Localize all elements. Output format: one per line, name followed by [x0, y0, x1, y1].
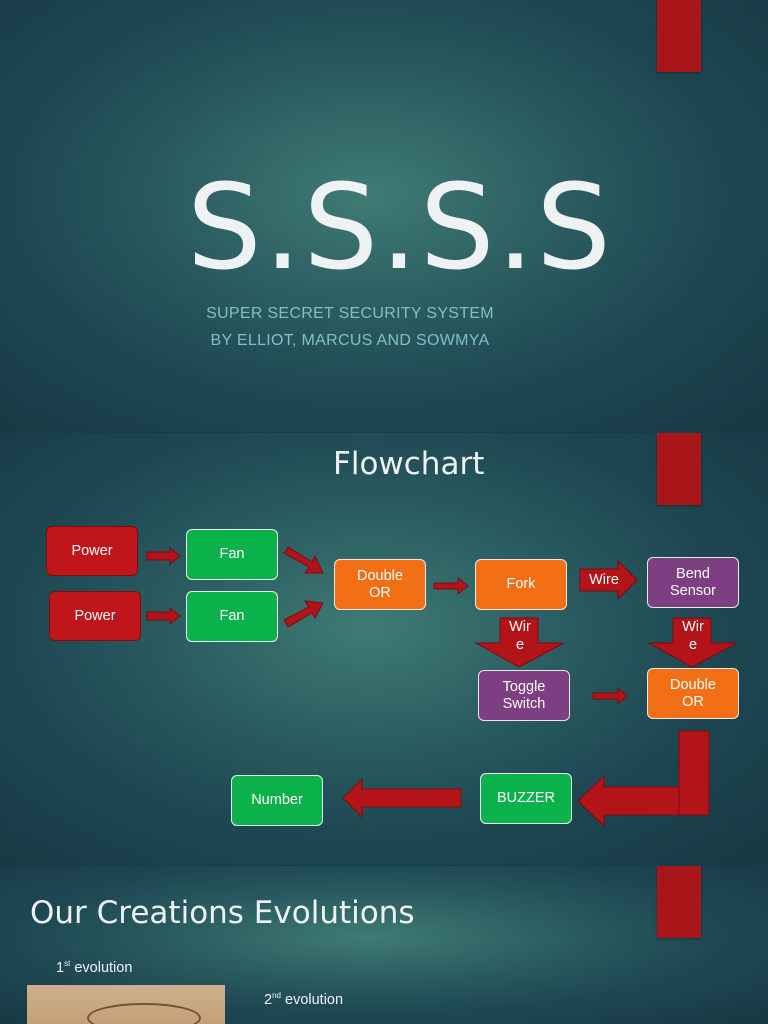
- box-label: Bend Sensor: [670, 565, 716, 599]
- arrow-power2-fan2: [146, 606, 181, 626]
- arrow-power1-fan1: [146, 546, 181, 566]
- box-fan-1: Fan: [186, 529, 278, 580]
- red-accent-bar: [657, 433, 701, 505]
- evolution-1-photo: [27, 985, 225, 1024]
- box-label: Power: [71, 542, 113, 559]
- slide-heading: Our Creations Evolutions: [30, 895, 415, 931]
- arrow-fan1-doubleor: [282, 546, 324, 574]
- box-label: BUZZER: [497, 790, 555, 806]
- wire-label-down-2: Wir e: [682, 619, 704, 653]
- box-number: Number: [231, 775, 323, 826]
- evolution-2-label: 2nd evolution: [264, 991, 343, 1008]
- evo-number: 2: [264, 991, 273, 1008]
- slide-title: S.S.S.S SUPER SECRET SECURITY SYSTEM BY …: [0, 0, 768, 432]
- subtitle-line-2: BY ELLIOT, MARCUS AND SOWMYA: [210, 332, 490, 349]
- arrow-doubleor2-buzzer: [577, 730, 710, 828]
- slide-flowchart: Flowchart Power P: [0, 433, 768, 865]
- box-label: Double OR: [670, 676, 716, 710]
- arrow-fan2-doubleor: [283, 600, 324, 628]
- box-label: Number: [251, 792, 303, 808]
- evo-ordinal: nd: [272, 991, 281, 1000]
- box-fork: Fork: [475, 559, 567, 610]
- box-double-or-1: Double OR: [334, 559, 426, 610]
- wire-label-down-1: Wir e: [509, 619, 531, 653]
- box-label: Double OR: [357, 567, 403, 601]
- box-label: Fan: [219, 608, 245, 624]
- flowchart-arrows: [146, 546, 738, 828]
- box-fan-2: Fan: [186, 591, 278, 642]
- box-label: Toggle Switch: [502, 678, 546, 712]
- box-power-2: Power: [49, 591, 141, 641]
- photo-wire: [87, 1003, 201, 1024]
- slide-evolutions: Our Creations Evolutions 1st evolution 2…: [0, 866, 768, 1024]
- slide-heading: Flowchart: [333, 446, 485, 482]
- arrow-fork-bend: [579, 559, 638, 601]
- box-label: Power: [74, 607, 116, 624]
- box-label: Fork: [506, 576, 536, 592]
- box-double-or-2: Double OR: [647, 668, 739, 719]
- wire-label-right: Wire: [589, 572, 619, 588]
- evo-ordinal: st: [64, 959, 71, 968]
- box-label: Fan: [219, 546, 245, 562]
- arrow-toggle-doubleor2: [592, 686, 628, 706]
- arrow-buzzer-number: [342, 777, 462, 819]
- box-power-1: Power: [46, 526, 138, 576]
- box-bend-sensor: Bend Sensor: [647, 557, 739, 608]
- evo-text: evolution: [280, 991, 344, 1008]
- arrow-doubleor-fork: [433, 576, 469, 596]
- presentation-title: S.S.S.S: [186, 158, 614, 296]
- evolution-1-label: 1st evolution: [56, 959, 132, 976]
- evo-text: evolution: [70, 959, 133, 976]
- subtitle-line-1: SUPER SECRET SECURITY SYSTEM: [206, 305, 494, 322]
- red-accent-bar: [657, 0, 701, 72]
- arrow-fork-toggle: [474, 617, 565, 668]
- arrow-bend-doubleor2: [647, 617, 738, 668]
- red-accent-bar: [657, 866, 701, 938]
- evo-number: 1: [56, 959, 65, 976]
- box-toggle-switch: Toggle Switch: [478, 670, 570, 721]
- box-buzzer: BUZZER: [480, 773, 572, 824]
